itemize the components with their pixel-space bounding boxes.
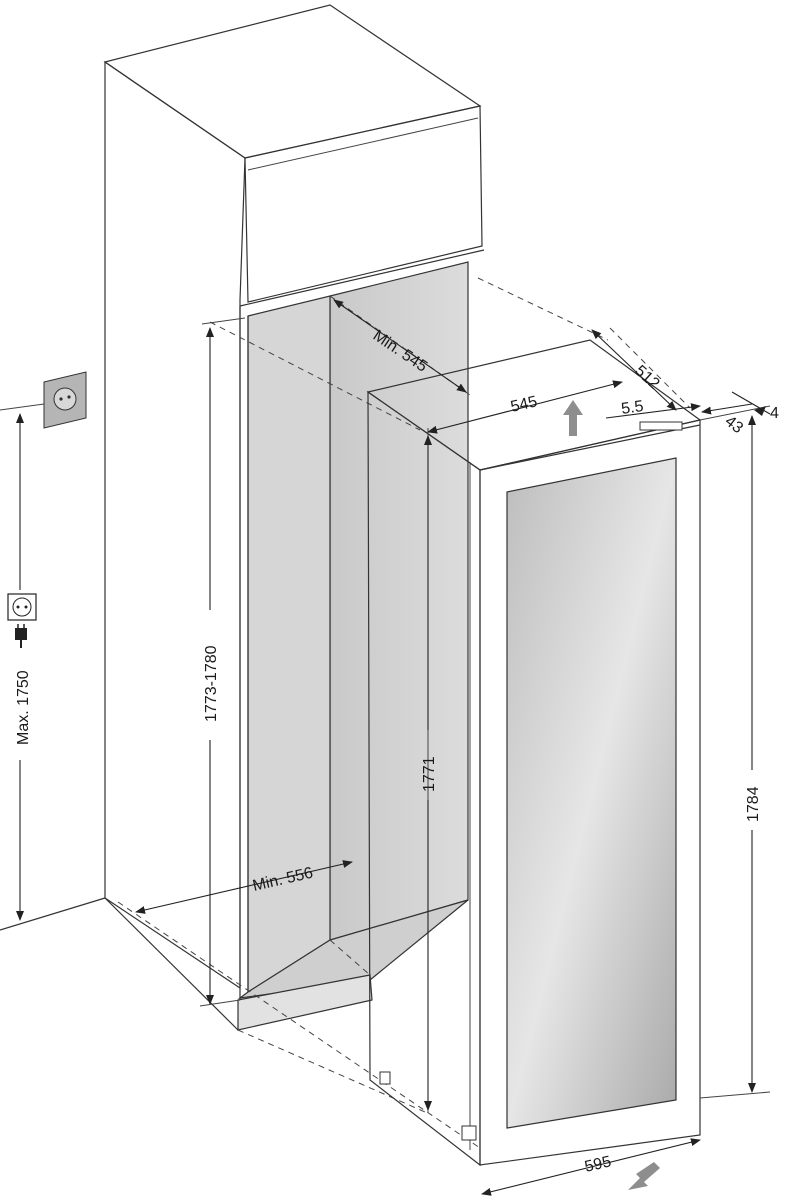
- cabinet-top: [103, 4, 482, 159]
- cabinet-side-panel: [104, 60, 246, 990]
- label-total-height: 1784: [745, 786, 762, 822]
- cabinet-plinth: [237, 974, 373, 1031]
- label-appliance-depth: 545: [509, 393, 539, 416]
- appliance-glass: [506, 457, 677, 1129]
- plug-icon: [15, 624, 27, 648]
- label-width: 595: [583, 1153, 613, 1176]
- label-door-gap: 5.5: [620, 398, 644, 418]
- niche-floor: [237, 899, 469, 999]
- label-niche-height: 1773-1780: [203, 645, 220, 722]
- label-edge-43: 43: [722, 413, 747, 437]
- label-body-height: 1771: [421, 756, 438, 792]
- dimension-lines: [0, 299, 771, 1196]
- socket-symbol-icon: [7, 593, 37, 621]
- niche-back-wall: [329, 261, 469, 941]
- label-edge-4: 4: [770, 405, 779, 422]
- label-socket-height: Max. 1750: [15, 670, 32, 745]
- appliance-door: [479, 419, 701, 1166]
- label-appliance-total-depth: 512: [631, 362, 662, 393]
- cabinet-upper-box: [244, 105, 483, 303]
- wall-socket: [43, 371, 87, 429]
- cabinet: [0, 4, 485, 1031]
